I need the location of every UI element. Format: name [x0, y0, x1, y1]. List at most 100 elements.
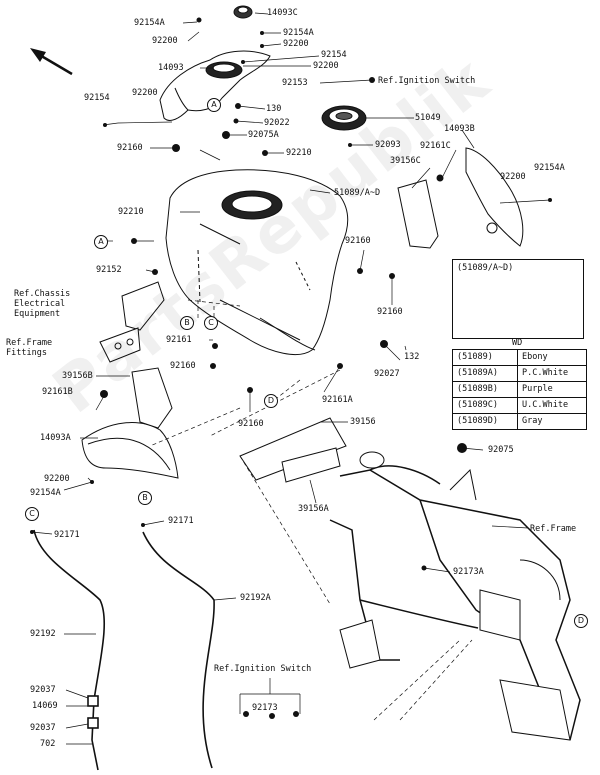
tank-cover-part	[159, 50, 271, 121]
part-label: 14093A	[40, 433, 71, 443]
part-label: 92154A	[30, 488, 61, 498]
part-label: 14093C	[267, 8, 298, 18]
part-label: 39156C	[390, 156, 421, 166]
color-name: U.C.White	[517, 397, 587, 414]
part-label: 92161A	[322, 395, 353, 405]
part-label: 92200	[132, 88, 158, 98]
marker-a-top: A	[207, 98, 221, 112]
marker-c-hose: C	[25, 507, 39, 521]
part-label: 92192	[30, 629, 56, 639]
part-label: 92171	[168, 516, 194, 526]
table-row: (51089) Ebony	[452, 349, 587, 366]
part-label: 92161C	[420, 141, 451, 151]
part-label: 132	[404, 352, 420, 362]
part-label: 39156	[350, 417, 376, 427]
color-name: P.C.White	[517, 365, 587, 382]
tank-variants-inset: (51089/A~D)	[452, 259, 584, 339]
table-row: (51089D) Gray	[452, 413, 587, 430]
part-label: 92037	[30, 723, 56, 733]
part-label: 39156B	[62, 371, 93, 381]
ref-chassis-electrical-equipment: Ref.Chassis Electrical Equipment	[14, 289, 71, 319]
marker-c-tank: C	[204, 316, 218, 330]
color-code: (51089B)	[452, 381, 518, 398]
part-label: 92154	[321, 50, 347, 60]
part-label: 92027	[374, 369, 400, 379]
ref-ignition-switch-top: Ref.Ignition Switch	[378, 76, 476, 86]
marker-b-hose: B	[138, 491, 152, 505]
part-label: 92200	[500, 172, 526, 182]
part-label: 92037	[30, 685, 56, 695]
part-label: 92200	[152, 36, 178, 46]
part-label: 92200	[44, 474, 70, 484]
part-label: 92154A	[283, 28, 314, 38]
color-code: (51089C)	[452, 397, 518, 414]
color-name: Ebony	[517, 349, 587, 366]
marker-d-tank: D	[264, 394, 278, 408]
part-label: 130	[266, 104, 282, 114]
part-label: 92161	[166, 335, 192, 345]
part-label: 92160	[117, 143, 143, 153]
left-side-cover-part	[81, 422, 179, 479]
color-table: (51089) Ebony (51089A) P.C.White (51089B…	[452, 349, 587, 430]
marker-d-frame: D	[574, 614, 588, 628]
pad-39156-part	[239, 417, 347, 483]
ref-ignition-switch-bottom: Ref.Ignition Switch	[214, 664, 312, 674]
fuel-tank-part	[165, 169, 349, 356]
part-label: 92152	[96, 265, 122, 275]
part-label: 92075	[488, 445, 514, 455]
part-label: 702	[40, 739, 56, 749]
color-table-title: WD	[512, 338, 523, 348]
part-label: 14093	[158, 63, 184, 73]
table-row: (51089B) Purple	[452, 381, 587, 398]
bracket-parts	[99, 281, 165, 363]
color-name: Purple	[517, 381, 587, 398]
part-label: 92093	[375, 140, 401, 150]
motorcycle-frame-part	[329, 451, 581, 741]
hose-parts	[33, 529, 215, 771]
part-label: 92160	[238, 419, 264, 429]
fuel-cap-part	[321, 105, 367, 131]
part-label: 92154A	[134, 18, 165, 28]
part-label: 14069	[32, 701, 58, 711]
part-label: 92153	[282, 78, 308, 88]
color-code: (51089)	[452, 349, 518, 366]
part-label: 92161B	[42, 387, 73, 397]
part-label: 92173	[252, 703, 278, 713]
part-label: 92160	[345, 236, 371, 246]
part-label: 92173A	[453, 567, 484, 577]
part-label: 51049	[415, 113, 441, 123]
pad-39156B-part	[131, 367, 173, 429]
part-label: 92210	[118, 207, 144, 217]
part-label: 92154A	[534, 163, 565, 173]
table-row: (51089A) P.C.White	[452, 365, 587, 382]
part-label: 92171	[54, 530, 80, 540]
color-code: (51089A)	[452, 365, 518, 382]
color-code: (51089D)	[452, 413, 518, 430]
part-label: 92192A	[240, 593, 271, 603]
part-label: 92210	[286, 148, 312, 158]
part-label: 92200	[313, 61, 339, 71]
ref-frame-fittings: Ref.Frame Fittings	[6, 338, 53, 358]
part-label: 14093B	[444, 124, 475, 134]
table-row: (51089C) U.C.White	[452, 397, 587, 414]
part-label: 51089/A~D	[334, 188, 381, 198]
color-name: Gray	[517, 413, 587, 430]
part-label: 92200	[283, 39, 309, 49]
part-label: 92022	[264, 118, 290, 128]
marker-b-tank: B	[180, 316, 194, 330]
inset-title: (51089/A~D)	[457, 263, 514, 273]
pad-39156C-part	[397, 179, 439, 249]
front-arrow-icon	[30, 48, 73, 76]
part-label: 39156A	[298, 504, 329, 514]
part-label: 92160	[377, 307, 403, 317]
part-label: 92160	[170, 361, 196, 371]
part-label: 92154	[84, 93, 110, 103]
ref-frame: Ref.Frame	[530, 524, 577, 534]
leader-lines	[31, 12, 551, 745]
part-label: 92075A	[248, 130, 279, 140]
cover-cap-part	[233, 5, 253, 19]
marker-a-left: A	[94, 235, 108, 249]
right-side-cover-part	[465, 147, 524, 247]
